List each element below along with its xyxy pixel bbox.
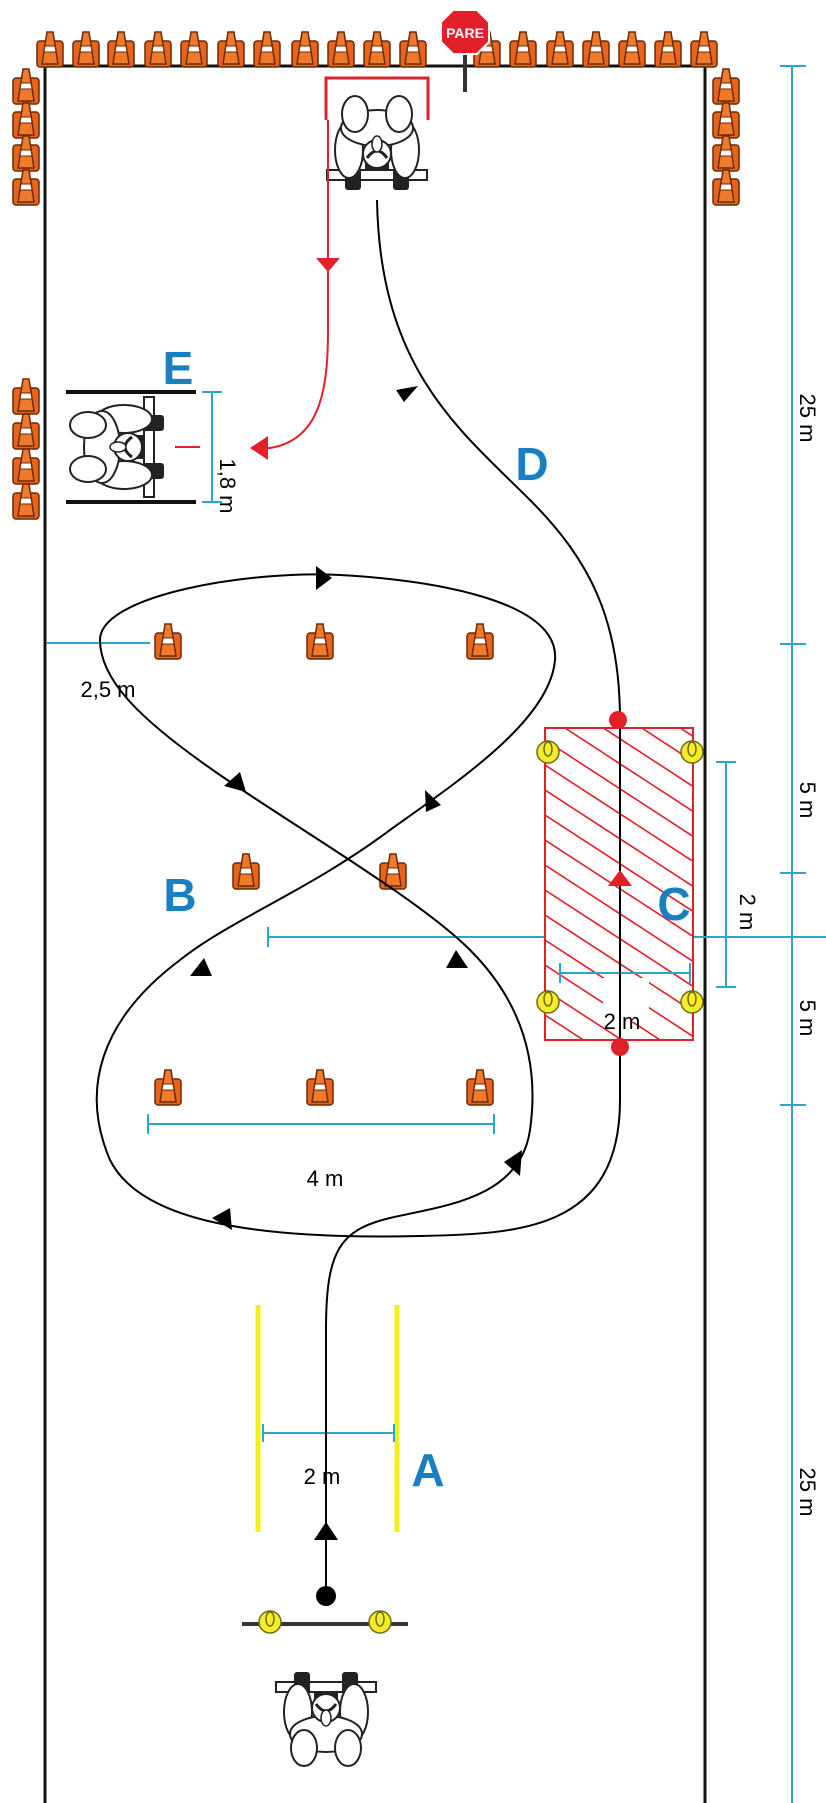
- plank-c-width-label: 2 m: [604, 1009, 641, 1034]
- traffic-cone-icon: [12, 483, 40, 520]
- post-icon: [536, 990, 560, 1014]
- parking-cones: [12, 378, 40, 520]
- station-e-label: E: [163, 342, 194, 394]
- top-stall: [324, 76, 430, 120]
- traffic-cone-icon: [618, 31, 646, 68]
- arrow-icon: [314, 1522, 338, 1540]
- arrow-icon: [504, 1150, 522, 1176]
- motorcycle-icon: [325, 94, 429, 192]
- traffic-cone-icon: [712, 135, 740, 172]
- parking-e-width-label: 1,8 m: [215, 458, 240, 513]
- arrow-icon: [316, 566, 332, 590]
- station-b-cones: [154, 623, 494, 1106]
- motorcycle-icon: [68, 395, 166, 499]
- post-icon: [368, 1610, 392, 1634]
- start-point: [316, 1586, 336, 1606]
- traffic-cone-icon: [306, 623, 334, 660]
- traffic-cone-icon: [12, 68, 40, 105]
- traffic-cone-icon: [546, 31, 574, 68]
- traffic-cone-icon: [180, 31, 208, 68]
- arrow-icon: [250, 436, 268, 460]
- traffic-cone-icon: [466, 1069, 494, 1106]
- arrow-icon: [212, 1208, 232, 1230]
- top-cone-row: [36, 31, 718, 68]
- traffic-cone-icon: [509, 31, 537, 68]
- traffic-cone-icon: [399, 31, 427, 68]
- traffic-cone-icon: [12, 169, 40, 206]
- arrow-icon: [446, 950, 468, 968]
- arrow-icon: [396, 386, 418, 402]
- traffic-cone-icon: [12, 102, 40, 139]
- route-arrows: [190, 386, 522, 1540]
- plank-c-length-label: 2 m: [735, 894, 760, 931]
- station-c-plank: [536, 727, 736, 1041]
- arrow-icon: [425, 790, 441, 812]
- traffic-cone-icon: [217, 31, 245, 68]
- motorcycle-icon: [274, 1670, 378, 1768]
- traffic-cone-icon: [232, 853, 260, 890]
- post-icon: [680, 740, 704, 764]
- stop-sign-text: PARE: [446, 25, 484, 41]
- traffic-cone-icon: [306, 1069, 334, 1106]
- traffic-cone-icon: [291, 31, 319, 68]
- traffic-cone-icon: [712, 68, 740, 105]
- post-icon: [680, 990, 704, 1014]
- route-path: [95, 199, 621, 1592]
- arrow-icon: [190, 958, 212, 976]
- traffic-cone-icon: [654, 31, 682, 68]
- station-a-corridor: [255, 1305, 400, 1532]
- plank-markers: [608, 711, 632, 1056]
- station-a-label: A: [411, 1444, 444, 1496]
- cone-spacing-b-label: 4 m: [307, 1166, 344, 1191]
- station-b-label: B: [163, 869, 196, 921]
- arrow-icon: [316, 258, 340, 272]
- return-path: [250, 120, 340, 460]
- traffic-cone-icon: [690, 31, 718, 68]
- traffic-cone-icon: [253, 31, 281, 68]
- traffic-cone-icon: [363, 31, 391, 68]
- dimension-ruler: [780, 65, 806, 1803]
- ruler-bottom-label: 25 m: [795, 1468, 820, 1517]
- traffic-cone-icon: [72, 31, 100, 68]
- traffic-cone-icon: [466, 623, 494, 660]
- right-corner-cones: [712, 68, 740, 206]
- traffic-cone-icon: [12, 135, 40, 172]
- stop-sign-icon: PARE: [440, 9, 490, 92]
- arrow-icon: [224, 772, 246, 792]
- traffic-cone-icon: [712, 169, 740, 206]
- ruler-top-label: 25 m: [795, 394, 820, 443]
- traffic-cone-icon: [712, 102, 740, 139]
- station-e-parking: [66, 390, 222, 504]
- traffic-cone-icon: [144, 31, 172, 68]
- post-icon: [258, 1610, 282, 1634]
- left-corner-cones: [12, 68, 40, 206]
- traffic-cone-icon: [12, 448, 40, 485]
- traffic-cone-icon: [154, 623, 182, 660]
- traffic-cone-icon: [36, 31, 64, 68]
- traffic-cone-icon: [12, 378, 40, 415]
- traffic-cone-icon: [12, 413, 40, 450]
- station-d-label: D: [515, 438, 548, 490]
- start-line: [242, 1610, 408, 1634]
- corridor-a-width-label: 2 m: [304, 1464, 341, 1489]
- traffic-cone-icon: [107, 31, 135, 68]
- arrow-icon: [608, 870, 632, 886]
- traffic-cone-icon: [154, 1069, 182, 1106]
- ruler-mid-upper-label: 5 m: [795, 782, 820, 819]
- station-c-label: C: [657, 878, 690, 930]
- ruler-mid-lower-label: 5 m: [795, 1000, 820, 1037]
- traffic-cone-icon: [327, 31, 355, 68]
- post-icon: [536, 740, 560, 764]
- traffic-cone-icon: [582, 31, 610, 68]
